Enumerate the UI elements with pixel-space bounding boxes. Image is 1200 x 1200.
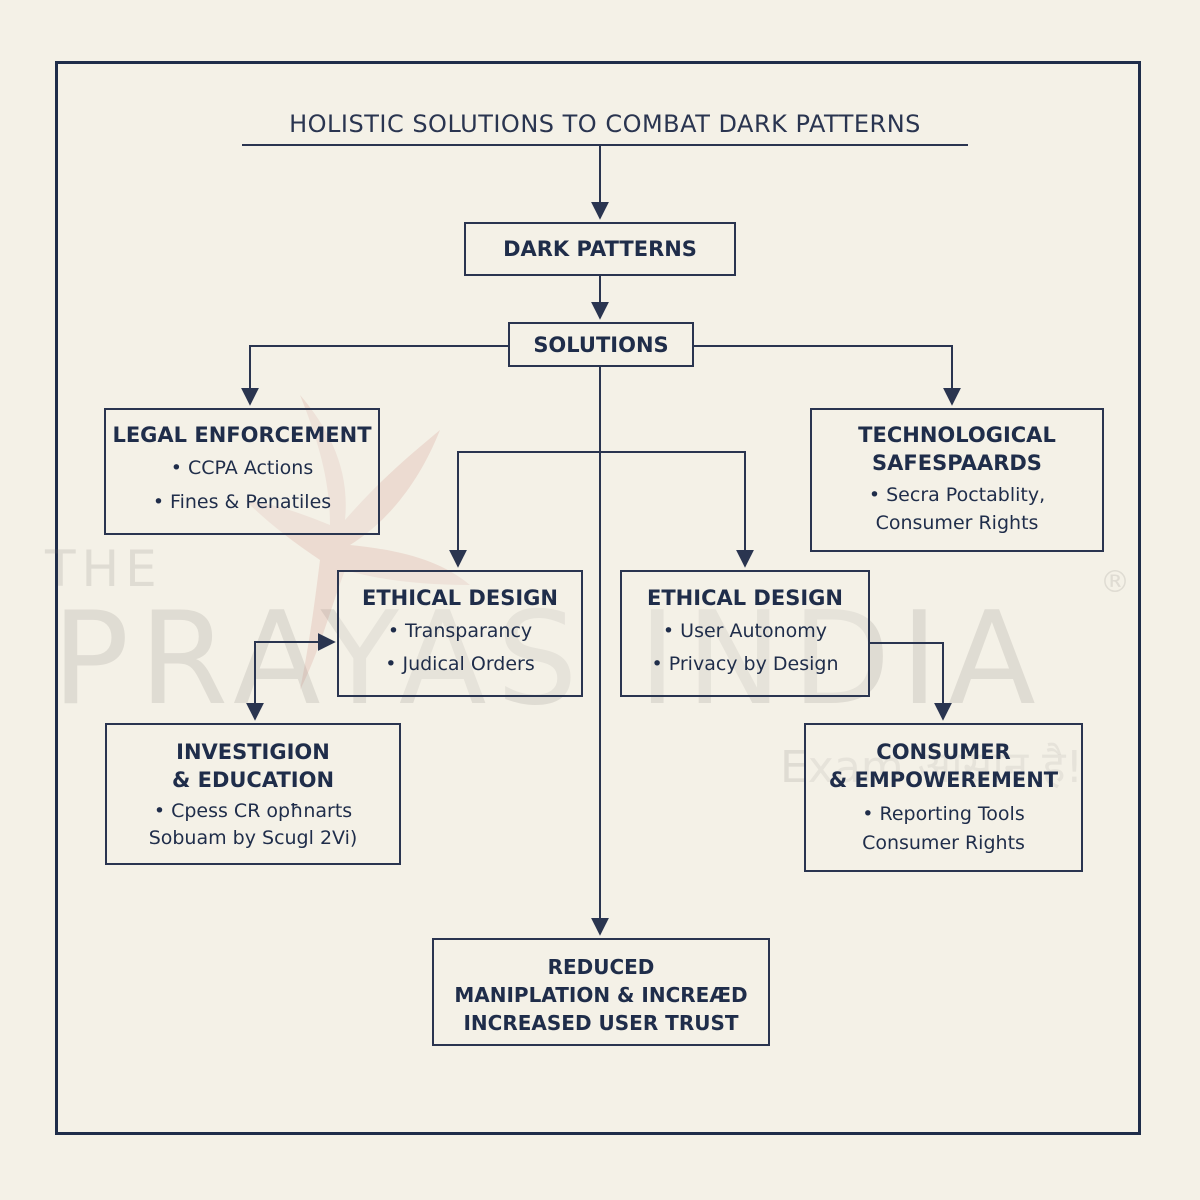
node-result: REDUCED MANIPLATION & INCREÆD INCREASED … xyxy=(432,938,770,1046)
node-legal-enforcement: LEGAL ENFORCEMENT • CCPA Actions • Fines… xyxy=(104,408,380,535)
diagram-frame xyxy=(55,61,1141,1135)
node-result-head: REDUCED MANIPLATION & INCREÆD INCREASED … xyxy=(454,955,748,1035)
node-ethical-right-head: ETHICAL DESIGN xyxy=(647,586,843,610)
node-ethical-left-head: ETHICAL DESIGN xyxy=(362,586,558,610)
node-consumer-empowerment: CONSUMER & EMPOWEREMENT • Reporting Tool… xyxy=(804,723,1083,872)
diagram-title: HOLISTIC SOLUTIONS TO COMBAT DARK PATTER… xyxy=(242,106,968,146)
node-consumer-head: CONSUMER & EMPOWEREMENT xyxy=(828,740,1059,792)
node-legal-head: LEGAL ENFORCEMENT xyxy=(112,423,372,447)
node-legal-item-1: • CCPA Actions xyxy=(170,457,314,479)
node-legal-item-2: • Fines & Penatiles xyxy=(152,491,332,513)
node-dark-patterns-head: DARK PATTERNS xyxy=(503,237,697,261)
node-investigation-head: INVESTIGION & EDUCATION xyxy=(171,740,335,792)
arrow-solutions-to-legal xyxy=(241,345,508,406)
arrow-solutions-to-tech xyxy=(694,345,961,406)
node-ethical-left-item-1: • Transparancy xyxy=(387,620,533,642)
node-ethical-design-right: ETHICAL DESIGN • User Autonomy • Privacy… xyxy=(620,570,870,697)
node-solutions: SOLUTIONS xyxy=(508,322,694,367)
node-ethical-right-item-2: • Privacy by Design xyxy=(651,653,839,675)
node-tech-item-1: • Secra Poctablity, Consumer Rights xyxy=(868,484,1046,534)
arrow-to-ethical-left xyxy=(449,451,600,568)
node-tech-head: TECHNOLOGICAL SAFESPAARDS xyxy=(858,423,1056,475)
arrow-ethical-left-investigation xyxy=(246,633,336,721)
node-ethical-right-item-1: • User Autonomy xyxy=(662,620,828,642)
node-ethical-left-item-2: • Judical Orders xyxy=(385,653,535,675)
arrow-to-ethical-right xyxy=(600,451,754,568)
node-dark-patterns: DARK PATTERNS xyxy=(464,222,736,276)
node-solutions-head: SOLUTIONS xyxy=(533,333,669,357)
arrow-ethical-right-to-consumer xyxy=(870,642,952,721)
node-consumer-item-1: • Reporting Tools Consumer Rights xyxy=(862,803,1025,854)
node-investigation-education: INVESTIGION & EDUCATION • Cpess CR opħna… xyxy=(105,723,401,865)
node-ethical-design-left: ETHICAL DESIGN • Transparancy • Judical … xyxy=(337,570,583,697)
node-investigation-item-1: • Cpess CR opħnarts Sobuam by Scugl 2Vi) xyxy=(148,800,358,849)
node-technological-safeguards: TECHNOLOGICAL SAFESPAARDS • Secra Poctab… xyxy=(810,408,1104,552)
